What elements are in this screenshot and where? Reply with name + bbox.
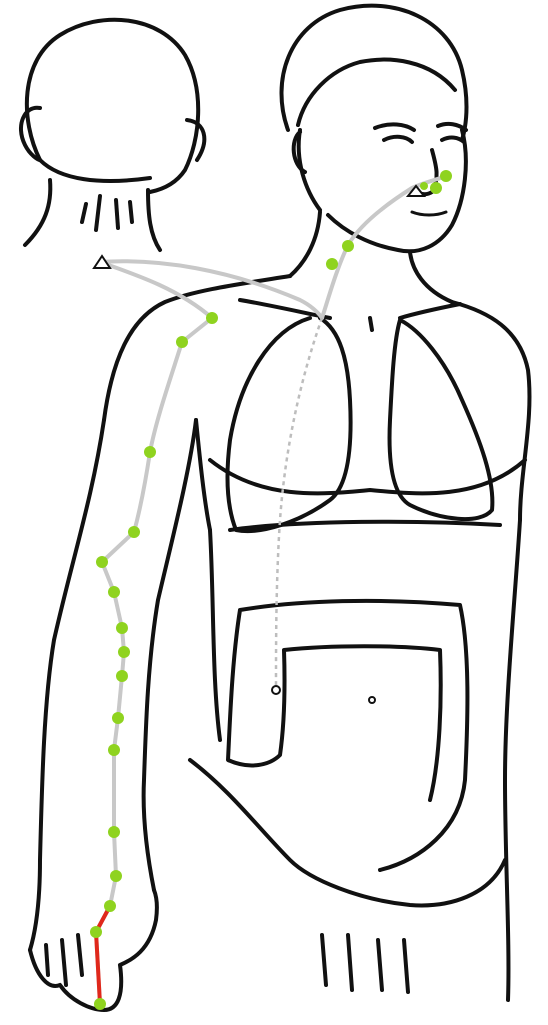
acupoint <box>342 240 354 252</box>
acupoint <box>144 446 156 458</box>
hand-outline <box>30 890 157 1010</box>
acupoint <box>108 826 120 838</box>
finger-line-3 <box>46 945 48 975</box>
acupoint <box>206 312 218 324</box>
torso-right <box>505 520 520 1000</box>
meridian-back-lower <box>100 262 212 318</box>
brow-right <box>438 124 466 130</box>
neck-left <box>290 212 320 276</box>
acupoint <box>430 182 442 194</box>
internal-branch <box>276 318 322 690</box>
back-head-illustration <box>21 20 204 250</box>
abdomen-lower <box>190 760 505 905</box>
acupoint <box>440 170 452 182</box>
back-neck-line-4 <box>82 204 86 222</box>
eye-right <box>442 138 464 142</box>
hair-lower <box>298 60 455 125</box>
eye-left <box>384 137 412 142</box>
acupoint <box>90 926 102 938</box>
acupoints <box>90 170 452 1010</box>
sternum <box>370 318 372 330</box>
acupoint <box>94 998 106 1010</box>
acupoint <box>116 622 128 634</box>
terminal-segment-line <box>96 906 110 1004</box>
arm-outer <box>30 420 104 950</box>
acupoint <box>112 712 124 724</box>
brow-left <box>375 124 414 130</box>
back-neck-line-2 <box>116 200 118 228</box>
acupoint <box>176 336 188 348</box>
diaphragm <box>210 460 525 493</box>
back-neck-line-3 <box>130 202 132 222</box>
acupoint <box>326 258 338 270</box>
acupoint <box>110 870 122 882</box>
back-neck-right <box>148 190 160 250</box>
neck-right <box>410 252 452 302</box>
acupoint <box>118 646 130 658</box>
arm-crease <box>196 420 210 530</box>
meridian-path <box>96 176 446 1004</box>
back-head-hairline <box>40 160 150 181</box>
front-head-illustration <box>281 6 466 302</box>
internal-landmark-circle <box>272 686 280 694</box>
belt-lines <box>322 935 408 992</box>
back-neck-left <box>25 180 50 245</box>
finger-line-2 <box>78 935 82 975</box>
shoulder-left <box>104 276 290 420</box>
chest-collar-right <box>400 304 460 318</box>
navel-mark <box>369 697 375 703</box>
mouth <box>412 212 446 215</box>
acupoint <box>96 556 108 568</box>
acupoint <box>104 900 116 912</box>
back-neck-line-1 <box>96 196 100 230</box>
acupoint <box>108 586 120 598</box>
internal-path <box>276 318 322 690</box>
acupoint <box>420 182 428 190</box>
lung-left <box>228 318 351 531</box>
lung-right <box>390 320 493 519</box>
back-head-outline <box>27 20 198 192</box>
torso-left-waist <box>210 530 220 740</box>
terminal-segment <box>96 906 110 1004</box>
acupoint <box>128 526 140 538</box>
finger-line-1 <box>62 940 66 985</box>
arm-inner <box>144 420 196 890</box>
acupoint <box>116 670 128 682</box>
acupoint <box>108 744 120 756</box>
face-right <box>328 130 466 251</box>
torso-illustration <box>30 276 529 1010</box>
